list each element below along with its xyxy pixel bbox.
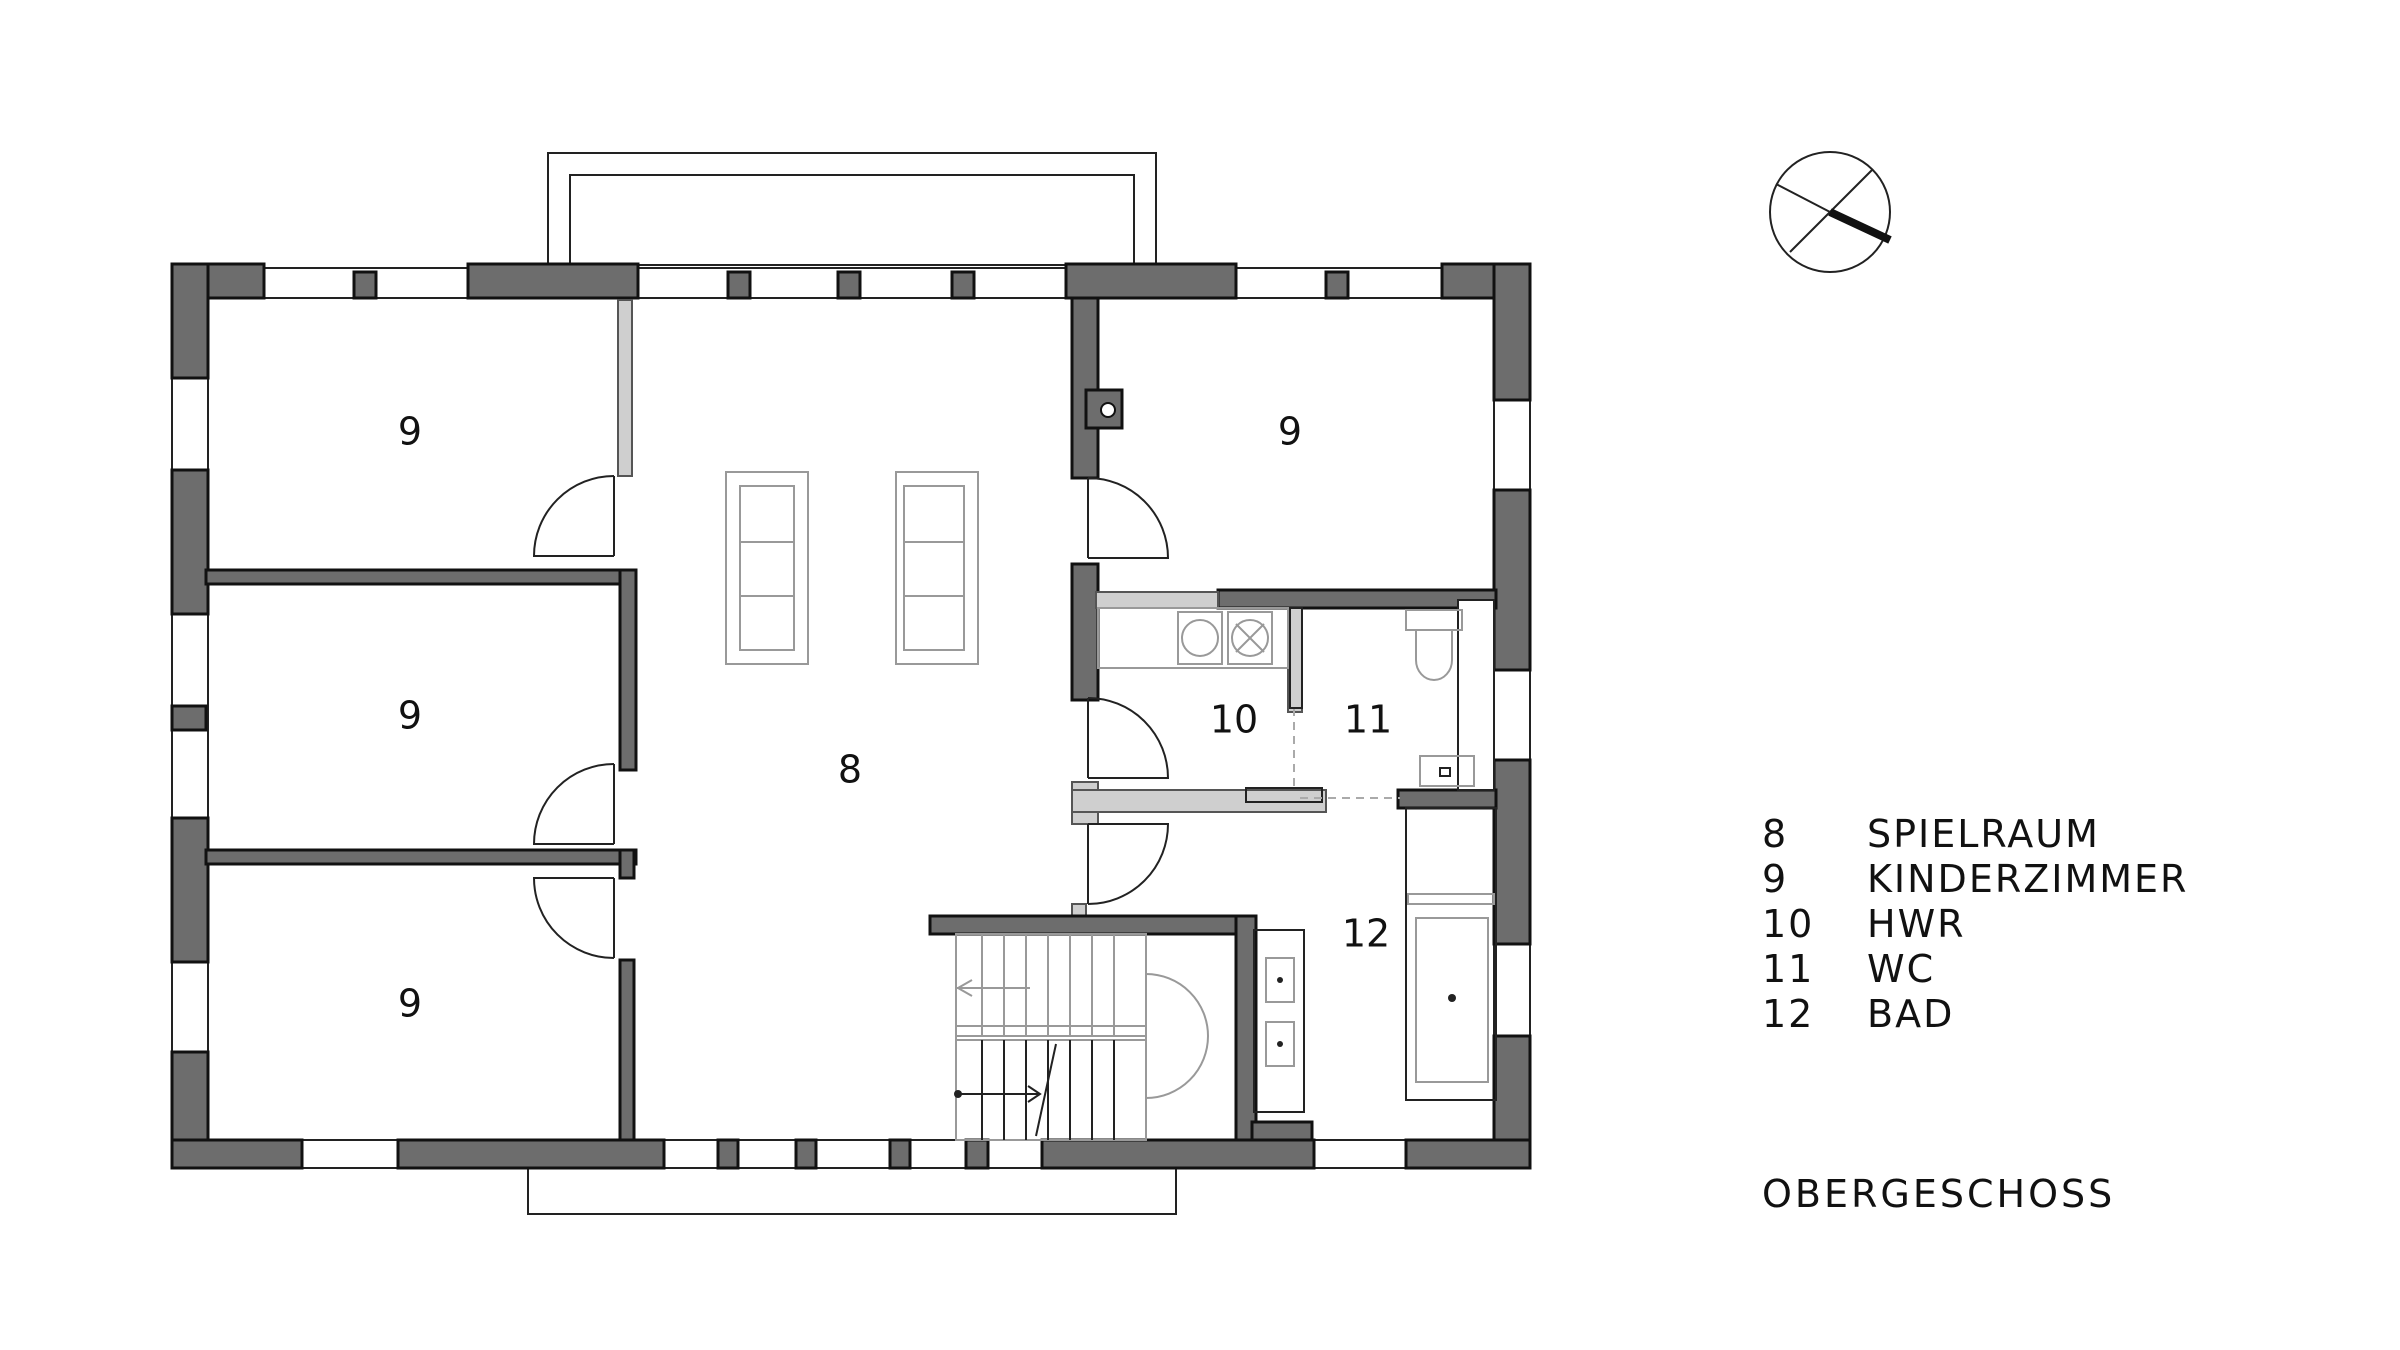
legend-item: 12 BAD — [1762, 992, 2188, 1037]
legend-name: WC — [1867, 947, 1936, 991]
sofa-right — [895, 471, 979, 665]
bath-fixtures — [1253, 807, 1497, 1113]
legend-number: 10 — [1762, 902, 1815, 946]
room-label: 8 — [838, 748, 862, 792]
staircase — [954, 933, 1209, 1141]
room-label: 9 — [398, 694, 422, 738]
room-legend: 8 SPIELRAUM 9 KINDERZIMMER 10 HWR 11 WC 12 BA… — [1762, 812, 2188, 1037]
room-label: 9 — [398, 982, 422, 1026]
terrace-bottom — [527, 1167, 1177, 1215]
legend-name: BAD — [1867, 992, 1955, 1036]
exterior-walls — [170, 262, 1532, 1170]
door-swings — [532, 475, 1400, 959]
legend-item: 11 WC — [1762, 947, 2188, 992]
legend-name: HWR — [1867, 902, 1966, 946]
legend-item: 10 HWR — [1762, 902, 2188, 947]
legend-name: KINDERZIMMER — [1867, 857, 2189, 901]
room-label: 10 — [1210, 698, 1258, 742]
legend-item: 9 KINDERZIMMER — [1762, 857, 2188, 902]
room-label: 9 — [398, 410, 422, 454]
floor-title: OBERGESCHOSS — [1762, 1172, 2116, 1216]
wc-fixtures — [1405, 609, 1475, 787]
window-strips — [171, 267, 1531, 1169]
room-label: 12 — [1342, 912, 1390, 956]
legend-number: 12 — [1762, 992, 1815, 1036]
legend-number: 8 — [1762, 812, 1789, 856]
legend-name: SPIELRAUM — [1867, 812, 2100, 856]
north-arrow-icon — [1769, 151, 1892, 273]
room-label: 9 — [1278, 410, 1302, 454]
legend-item: 8 SPIELRAUM — [1762, 812, 2188, 857]
balcony-top — [547, 152, 1157, 266]
hwr-appliances — [1097, 607, 1303, 709]
room-label: 11 — [1344, 698, 1392, 742]
legend-number: 11 — [1762, 947, 1815, 991]
interior-walls — [204, 296, 1498, 1142]
sofa-left — [725, 471, 809, 665]
legend-number: 9 — [1762, 857, 1789, 901]
